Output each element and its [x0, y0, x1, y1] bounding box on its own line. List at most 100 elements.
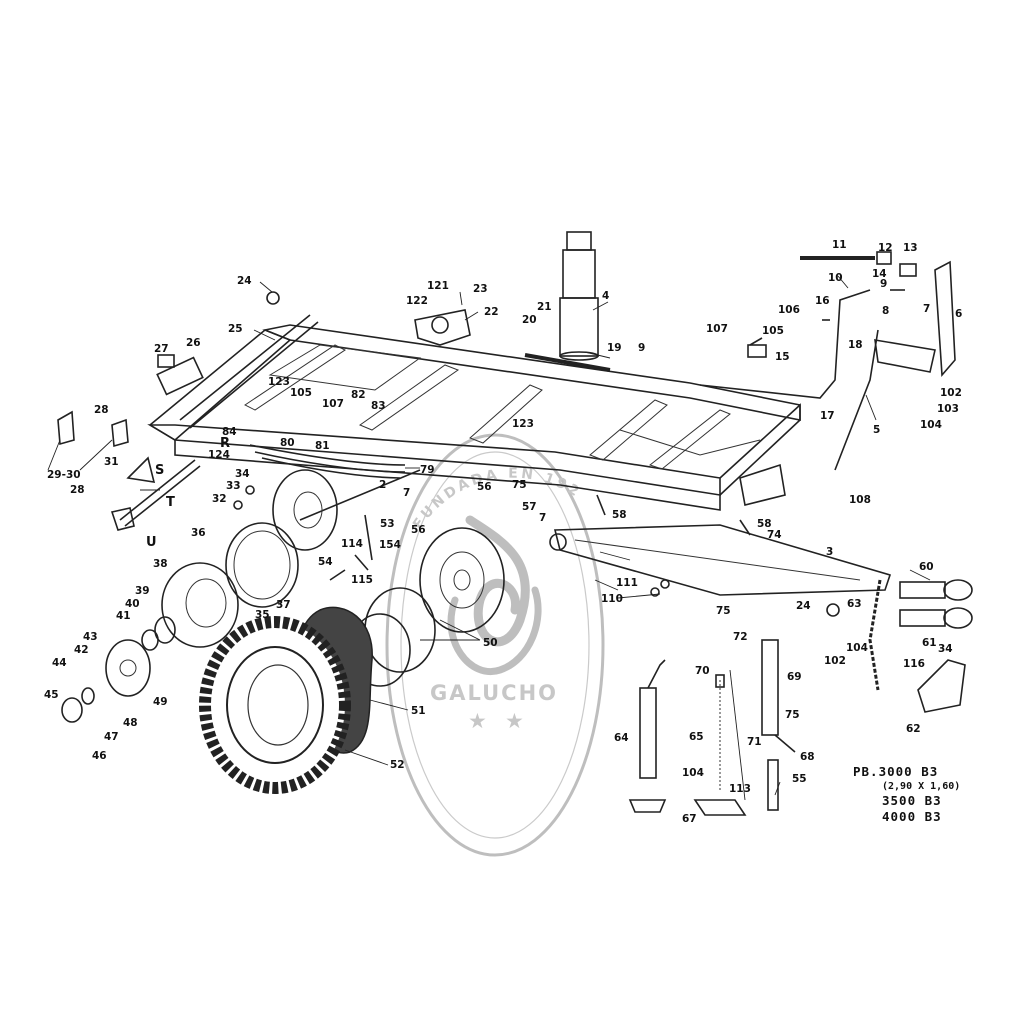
callout: 34 — [235, 468, 250, 480]
model-label-2: 3500 B3 — [882, 793, 942, 808]
callout: 2 — [379, 479, 386, 491]
callouts: 11 12 13 14 10 9 16 106 7 6 8 107 105 15… — [44, 239, 962, 825]
brake-shoes — [225, 522, 299, 608]
callout: 7 — [923, 303, 930, 315]
callout: 47 — [104, 731, 119, 743]
callout: 26 — [186, 337, 201, 349]
callout: 58 — [612, 509, 627, 521]
cross-member-5 — [648, 409, 731, 470]
callout: 43 — [83, 631, 98, 643]
callout: 33 — [226, 480, 241, 492]
support-leg-64 — [628, 659, 667, 813]
callout: 11 — [832, 239, 847, 251]
callout: 38 — [153, 558, 168, 570]
right-side-rail — [262, 324, 801, 421]
callout: 13 — [903, 242, 918, 254]
callout: 44 — [52, 657, 67, 669]
hydraulic-pipe — [699, 289, 871, 399]
cross-member-1 — [244, 344, 346, 411]
callout: 114 — [341, 538, 363, 550]
callout: 107 — [706, 323, 728, 335]
callout: 14 — [872, 268, 887, 280]
wheel-rim — [419, 527, 505, 633]
callout: 106 — [778, 304, 800, 316]
bearing-39 — [154, 616, 176, 644]
callout: 123 — [512, 418, 534, 430]
rear-lamp-29 — [111, 418, 129, 448]
rear-tube — [179, 314, 319, 429]
callout: 105 — [290, 387, 312, 399]
brake-plate — [272, 469, 338, 551]
callout: 24 — [237, 275, 252, 287]
callout: 48 — [123, 717, 138, 729]
watermark-emblem-2 — [447, 586, 542, 675]
callout: 36 — [191, 527, 206, 539]
callout: 32 — [212, 493, 227, 505]
letter-s: S — [155, 463, 164, 478]
watermark-star-left: ★ — [468, 709, 489, 733]
leader-lines — [47, 275, 931, 801]
callout: 70 — [695, 665, 710, 677]
callout: 9 — [880, 278, 887, 290]
cross-member-4 — [589, 399, 668, 461]
callout: 45 — [44, 689, 59, 701]
callout: 56 — [477, 481, 492, 493]
callout: 69 — [787, 671, 802, 683]
callout: 57 — [522, 501, 537, 513]
callout: 52 — [390, 759, 405, 771]
axle-beam — [299, 469, 421, 521]
callout: 75 — [512, 479, 527, 491]
callout: 154 — [379, 539, 401, 551]
foot-plate-67 — [693, 799, 747, 816]
callout: 103 — [937, 403, 959, 415]
letter-u: U — [146, 535, 157, 550]
callout: 64 — [614, 732, 629, 744]
left-side-rail — [147, 424, 721, 496]
callout: 62 — [906, 723, 921, 735]
model-labels: PB.3000 B3 (2,90 X 1,60) 3500 B3 4000 B3 — [853, 764, 960, 824]
callout: 65 — [689, 731, 704, 743]
callout: 4 — [602, 290, 609, 302]
watermark-brand: GALUCHO — [430, 681, 558, 705]
callout: 111 — [616, 577, 638, 589]
callout: 6 — [955, 308, 962, 320]
hydraulic-cylinder — [559, 231, 599, 361]
bearing-40 — [141, 629, 159, 651]
callout: 102 — [940, 387, 962, 399]
watermark-star-right: ★ — [505, 709, 526, 733]
callout: 37 — [276, 599, 291, 611]
callout: 84 — [222, 426, 237, 438]
floor-plate — [268, 344, 422, 391]
callout: 8 — [882, 305, 889, 317]
callout: 24 — [796, 600, 811, 612]
callout: 124 — [208, 449, 230, 461]
callout: 28 — [70, 484, 85, 496]
callout: 23 — [473, 283, 488, 295]
callout: 75 — [785, 709, 800, 721]
callout: 105 — [762, 325, 784, 337]
callout: 39 — [135, 585, 150, 597]
hydraulic-hose — [524, 353, 611, 372]
callout: 42 — [74, 644, 89, 656]
number-plate — [156, 356, 204, 396]
callout: 21 — [537, 301, 552, 313]
callout: 71 — [747, 736, 762, 748]
reflector-62 — [917, 659, 966, 713]
callout: 49 — [153, 696, 168, 708]
reflector-31 — [126, 456, 156, 483]
tow-eye-61 — [899, 607, 973, 629]
callout: 104 — [682, 767, 704, 779]
callout: 18 — [848, 339, 863, 351]
callout: 102 — [824, 655, 846, 667]
lever-bracket — [934, 260, 956, 377]
wheel-hub — [105, 639, 151, 697]
callout: 35 — [255, 609, 270, 621]
callout: 53 — [380, 518, 395, 530]
cross-member-3 — [469, 384, 543, 444]
callout: 5 — [873, 424, 880, 436]
callout: 46 — [92, 750, 107, 762]
callout: 28 — [94, 404, 109, 416]
callout: 7 — [539, 512, 546, 524]
callout: 110 — [601, 593, 623, 605]
